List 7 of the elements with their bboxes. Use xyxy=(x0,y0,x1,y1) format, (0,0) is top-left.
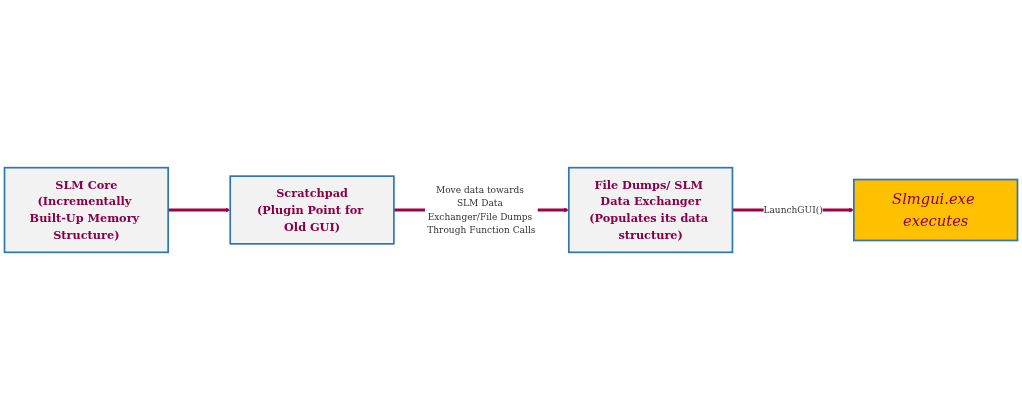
node-box: File Dumps/ SLM Data Exchanger (Populates its data structure) xyxy=(567,166,734,253)
arrow xyxy=(168,207,231,212)
node-box: Slmgui.exe executes xyxy=(853,178,1019,241)
edge-label: LaunchGUI() xyxy=(763,203,823,215)
node-box: Scratchpad (Plugin Point for Old GUI) xyxy=(229,174,395,245)
edge-label: Move data towards SLM Data Exchanger/File Dumps Through Function Calls xyxy=(427,183,536,235)
node-box: SLM Core (Incrementally Built-Up Memory Structure) xyxy=(3,166,169,253)
